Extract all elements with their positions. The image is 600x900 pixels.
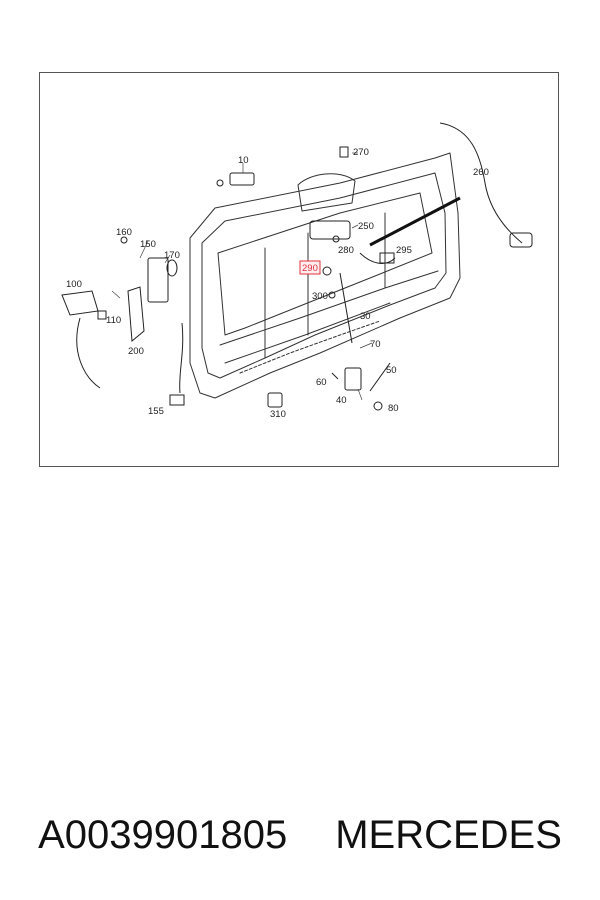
part-30-rod <box>339 272 353 344</box>
part-155-cable <box>179 322 184 394</box>
callout-150: 150 <box>140 239 156 250</box>
leader-line <box>359 342 373 349</box>
part-310-clip <box>267 392 283 408</box>
leader-260-thick <box>369 196 461 247</box>
leader-line <box>351 224 359 229</box>
leader-line <box>139 240 149 259</box>
part-110-bracket <box>97 310 107 320</box>
part-270-clip <box>339 146 349 158</box>
part-170-seal <box>166 259 178 277</box>
callout-100: 100 <box>66 279 82 290</box>
callout-280: 280 <box>338 245 354 256</box>
part-150-latch <box>147 257 169 303</box>
part-260-cable <box>439 122 523 244</box>
leader-line <box>164 254 171 264</box>
leader-line <box>357 388 363 401</box>
callout-270: 270 <box>353 147 369 158</box>
callout-40: 40 <box>336 395 347 406</box>
part-100-lock <box>61 290 99 316</box>
callout-10: 10 <box>238 155 249 166</box>
tailgate-bottom-sill <box>239 320 381 374</box>
tailgate-window-frame <box>217 192 433 336</box>
callout-310: 310 <box>270 409 286 420</box>
part-10-plug <box>216 179 224 187</box>
part-80-bolt <box>373 401 383 411</box>
part-295-connector <box>379 252 395 264</box>
part-200-handle <box>127 286 145 343</box>
part-160-bolt <box>120 236 128 244</box>
part-155-connector <box>169 394 185 406</box>
highlight-box-290 <box>299 260 321 275</box>
leader-line <box>111 290 121 299</box>
callout-200: 200 <box>128 346 144 357</box>
part-290-grommet <box>322 266 332 276</box>
tailgate-lower-rib <box>224 302 391 364</box>
part-300-nut <box>328 291 336 299</box>
callout-50: 50 <box>386 365 397 376</box>
part-10-switch <box>229 172 255 186</box>
tailgate-handle-recess <box>297 173 356 212</box>
diagram-frame: 10 270 260 250 160 150 170 280 295 290 1… <box>39 72 559 467</box>
part-number: A0039901805 <box>38 812 288 857</box>
part-50-strut <box>369 362 391 392</box>
tailgate-lower-rib <box>219 270 439 346</box>
part-295-cable <box>359 252 396 264</box>
caption-bar: A0039901805 MERCEDES <box>0 800 600 870</box>
part-40-actuator <box>344 367 362 391</box>
tailgate-parts-diagram: 10 270 260 250 160 150 170 280 295 290 1… <box>61 122 533 420</box>
callout-260: 260 <box>473 167 489 178</box>
callout-290: 290 <box>302 263 318 274</box>
callout-300: 300 <box>312 291 328 302</box>
brand-name: MERCEDES <box>335 812 562 857</box>
callout-80: 80 <box>388 403 399 414</box>
part-280-bolt <box>332 235 340 243</box>
callout-70: 70 <box>370 339 381 350</box>
part-100-cable <box>76 317 101 389</box>
callout-60: 60 <box>316 377 327 388</box>
callout-250: 250 <box>358 221 374 232</box>
callout-160: 160 <box>116 227 132 238</box>
callout-30: 30 <box>360 311 371 322</box>
part-260-connector <box>509 232 533 248</box>
part-250-motor <box>309 220 351 240</box>
part-60-clip <box>331 372 339 380</box>
tailgate-inner-contour <box>201 172 447 379</box>
tailgate-outer-panel <box>189 152 461 399</box>
callout-295: 295 <box>396 245 412 256</box>
callout-155: 155 <box>148 406 164 417</box>
callout-110: 110 <box>106 315 121 326</box>
callout-170: 170 <box>164 250 180 261</box>
